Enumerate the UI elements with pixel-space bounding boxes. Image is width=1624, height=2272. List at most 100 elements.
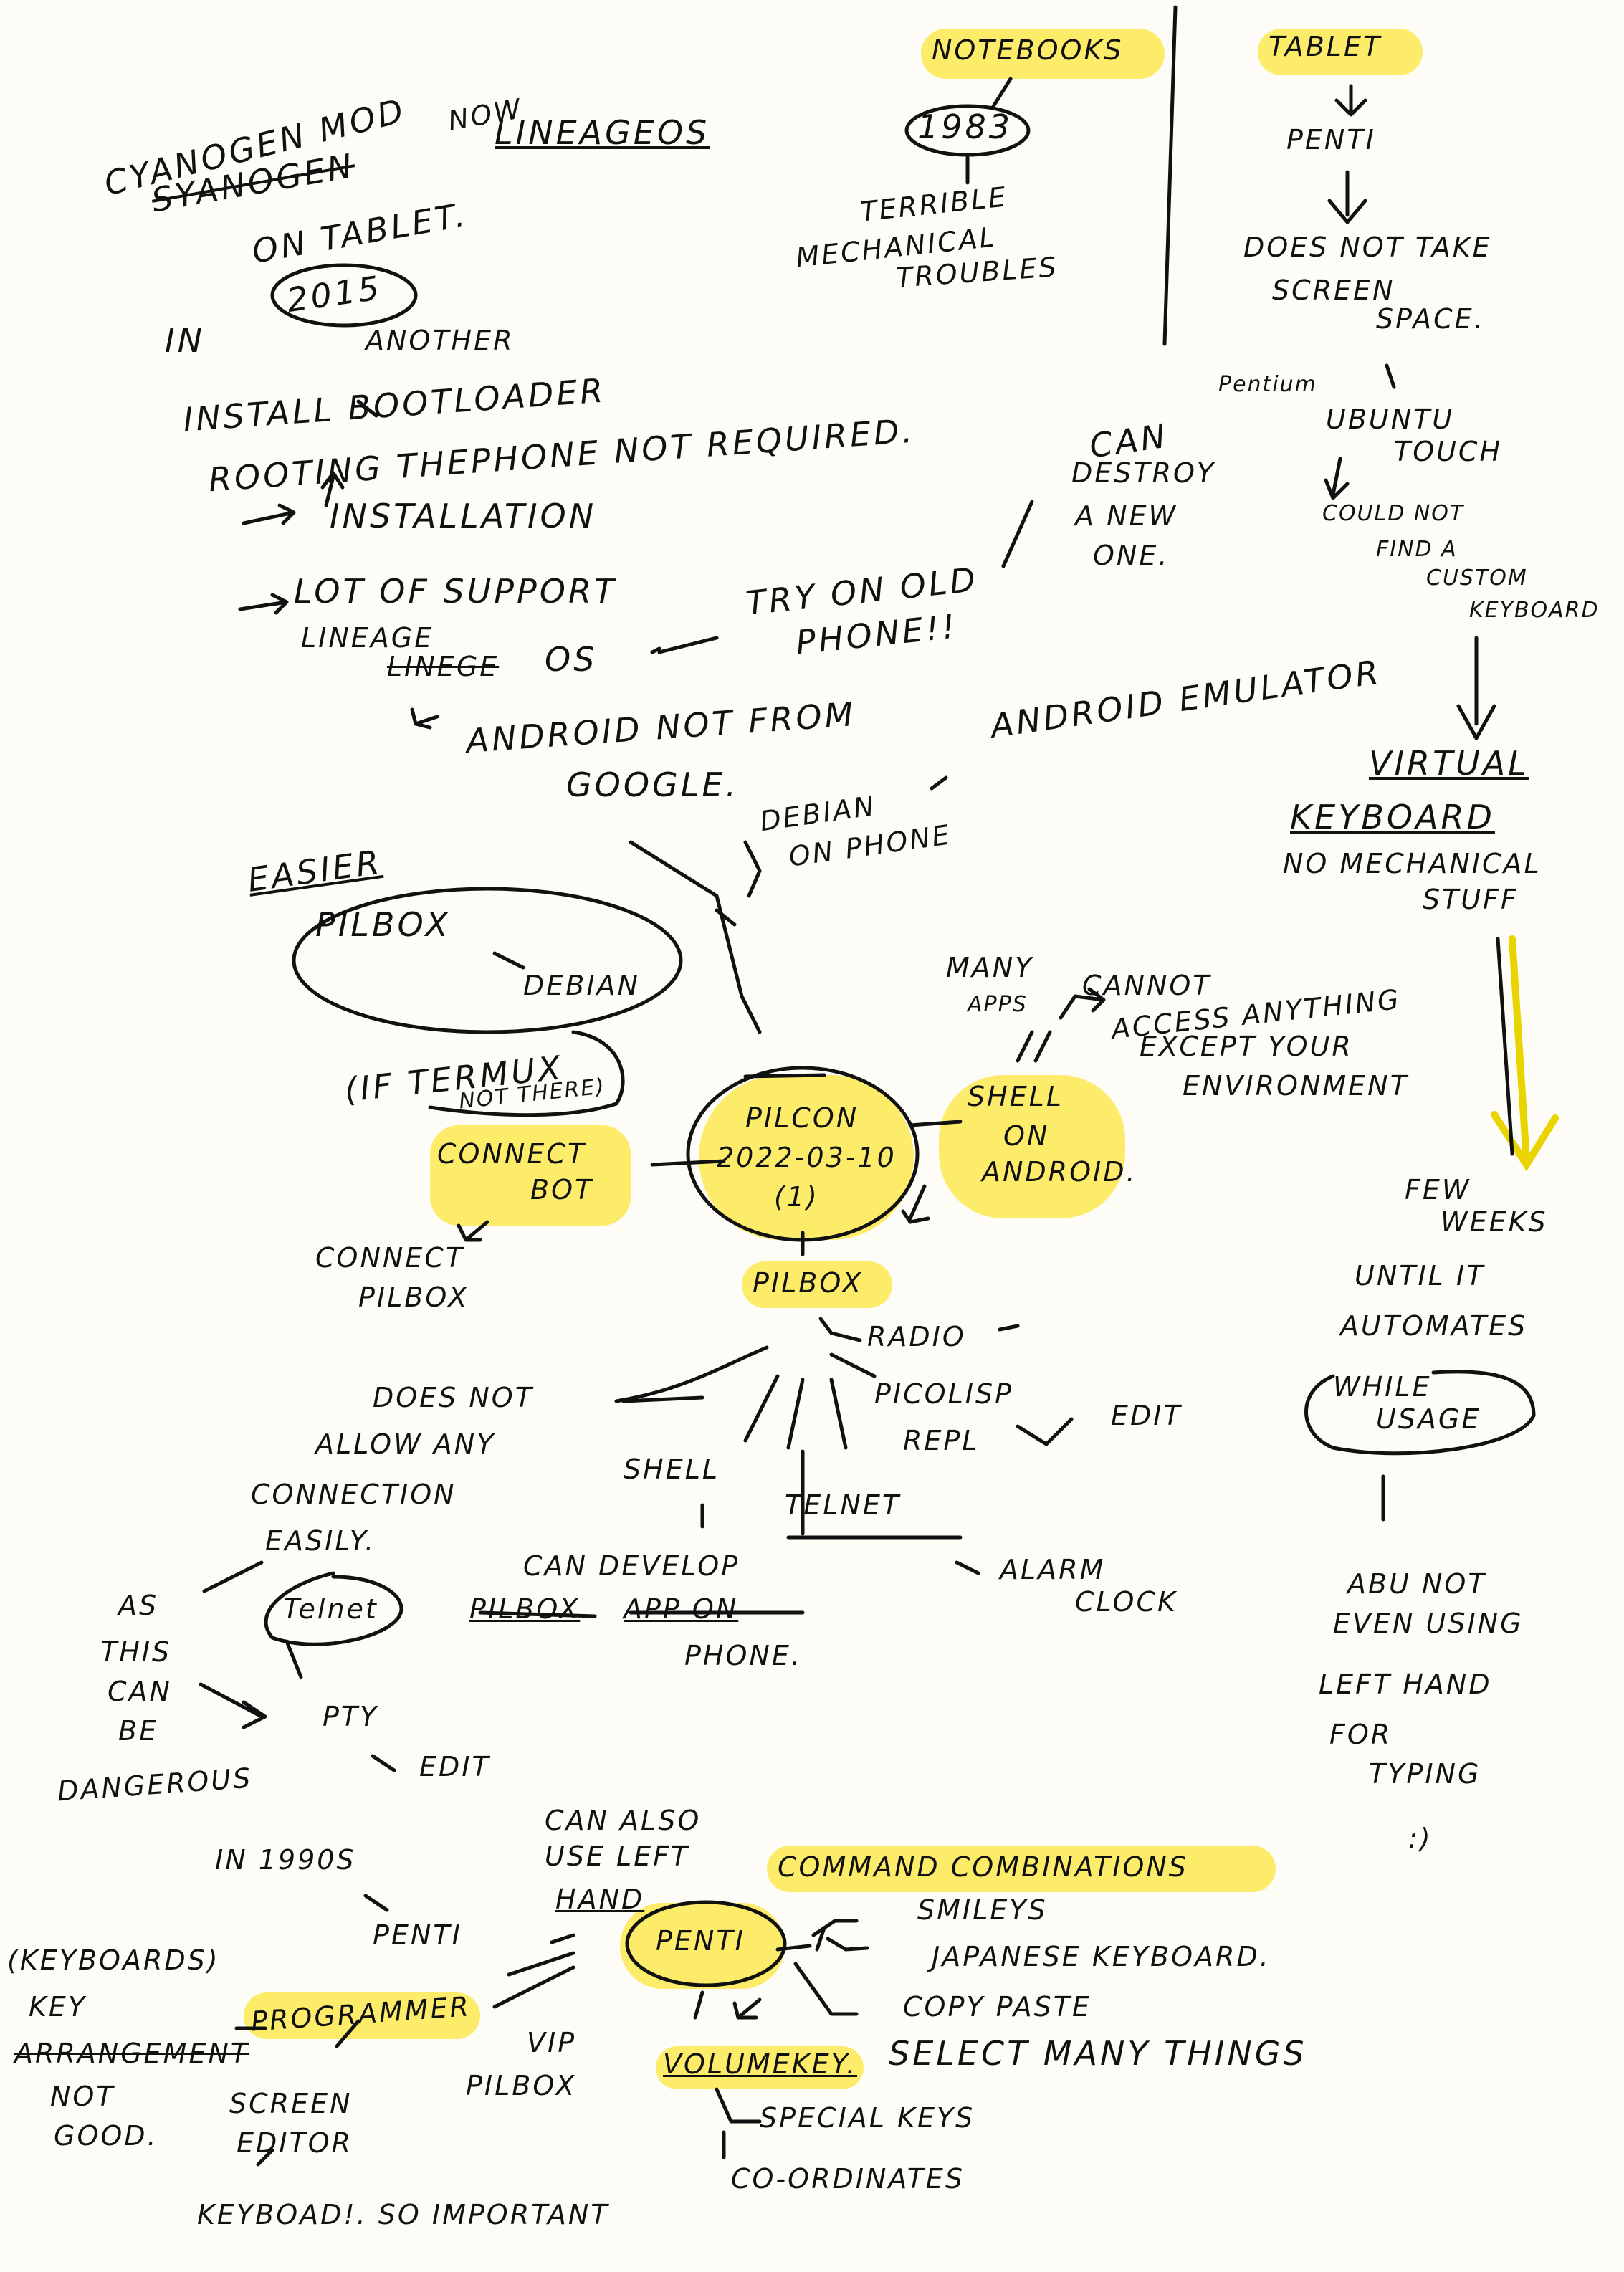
note-phone-2: PHONE. <box>684 1640 802 1671</box>
note-connection: CONNECTION <box>251 1479 457 1510</box>
note-edit-1: EDIT <box>1111 1400 1183 1431</box>
note-in-1990s: IN 1990S <box>215 1844 356 1876</box>
note-many: MANY <box>946 952 1034 983</box>
note-lineage-over: LINEAGE <box>301 622 434 654</box>
note-edit-2: EDIT <box>419 1751 491 1782</box>
note-lineage-strike: LINEGE <box>387 651 500 682</box>
note-connect-bot-1: CONNECT <box>437 1138 587 1170</box>
note-coordinates: CO-ORDINATES <box>731 2163 965 2195</box>
note-keyboad: KEYBOAD!. SO IMPORTANT <box>197 2199 610 2230</box>
note-shell-on: SHELL <box>968 1081 1064 1112</box>
note-command: COMMAND COMBINATIONS <box>778 1851 1188 1883</box>
note-lot-support: LOT OF SUPPORT <box>294 572 618 611</box>
note-pentium: Pentium <box>1218 372 1317 397</box>
node-pilcon-number: (1) <box>774 1181 819 1213</box>
circle-1983 <box>904 104 1031 157</box>
note-even: EVEN USING <box>1333 1608 1524 1639</box>
note-telnet-circled: Telnet <box>283 1593 378 1625</box>
note-copy-paste: COPY PASTE <box>903 1991 1092 2023</box>
note-alarm: ALARM <box>1000 1554 1106 1585</box>
note-space: SPACE. <box>1376 303 1485 335</box>
note-except: EXCEPT YOUR <box>1140 1031 1353 1062</box>
note-does-not-take: DOES NOT TAKE <box>1243 232 1492 263</box>
note-pilbox-vip: PILBOX <box>466 2070 577 2101</box>
note-find-a: FIND A <box>1376 537 1458 562</box>
highlight-programmer <box>244 1992 480 2039</box>
note-debian-easier: DEBIAN <box>523 970 640 1001</box>
note-smiley: :) <box>1408 1823 1433 1854</box>
note-radio: RADIO <box>867 1321 966 1352</box>
highlight-tablet <box>1258 29 1423 75</box>
note-typing: TYPING <box>1369 1758 1481 1790</box>
note-shell: SHELL <box>624 1454 720 1485</box>
note-on: ON <box>1003 1120 1050 1152</box>
note-volume-key: VOLUMEKEY. <box>663 2048 858 2080</box>
circle-easier <box>292 887 683 1034</box>
note-keyboard-v: KEYBOARD <box>1290 798 1495 836</box>
note-can-be: CAN <box>108 1676 172 1707</box>
note-until: UNTIL IT <box>1355 1260 1486 1292</box>
note-weeks: WEEKS <box>1441 1206 1548 1238</box>
node-pilcon-date: 2022-03-10 <box>717 1142 897 1173</box>
note-touch: TOUCH <box>1394 436 1503 467</box>
note-notebooks: NOTEBOOKS <box>932 34 1124 66</box>
note-one: ONE. <box>1093 540 1170 571</box>
node-penti-circle: PENTI <box>656 1925 745 1957</box>
note-picolisp: PICOLISP <box>874 1378 1013 1410</box>
note-for: FOR <box>1329 1719 1393 1750</box>
note-clock: CLOCK <box>1075 1586 1178 1618</box>
yellow-arrow <box>1491 935 1559 1172</box>
note-while: WHILE <box>1333 1371 1432 1403</box>
note-penti-left: PENTI <box>373 1919 462 1951</box>
note-vip: VIP <box>527 2027 577 2058</box>
note-left-hand: LEFT HAND <box>1319 1669 1492 1700</box>
note-usage: USAGE <box>1376 1403 1481 1435</box>
note-tablet: TABLET <box>1269 31 1382 62</box>
note-abu: ABU NOT <box>1347 1568 1487 1600</box>
note-automates: AUTOMATES <box>1340 1310 1528 1342</box>
note-ubuntu: UBUNTU <box>1326 404 1455 435</box>
note-connect-pilbox-1: CONNECT <box>315 1242 465 1274</box>
highlight-shell-android <box>939 1075 1125 1218</box>
note-a-new: A NEW <box>1075 500 1178 532</box>
note-app-on: APP ON <box>624 1593 739 1625</box>
note-be: BE <box>118 1715 159 1747</box>
highlight-connect-bot <box>430 1125 631 1226</box>
note-does-not: DOES NOT <box>373 1382 534 1413</box>
note-pilbox-app: PILBOX <box>469 1593 581 1625</box>
divider-line <box>1162 5 1178 346</box>
note-as: AS <box>118 1590 159 1621</box>
highlight-volume <box>656 2046 864 2089</box>
note-lineageos: LINEAGEOS <box>495 113 710 152</box>
note-few: FEW <box>1405 1174 1471 1206</box>
note-1983: 1983 <box>917 108 1013 146</box>
note-connect-bot-2: BOT <box>530 1174 594 1206</box>
note-could-not: COULD NOT <box>1322 501 1465 526</box>
note-good: GOOD. <box>54 2120 158 2152</box>
note-cannot: CANNOT <box>1082 970 1212 1001</box>
note-virtual: VIRTUAL <box>1369 744 1529 783</box>
note-installation: INSTALLATION <box>330 497 597 535</box>
note-keyboard-sm: KEYBOARD <box>1469 598 1600 623</box>
note-penti-top: PENTI <box>1286 124 1376 156</box>
note-screen: SCREEN <box>1272 275 1395 306</box>
note-pty: PTY <box>323 1701 379 1732</box>
note-arrangement: ARRANGEMENT <box>14 2038 250 2069</box>
note-destroy: DESTROY <box>1071 457 1216 489</box>
note-custom: CUSTOM <box>1426 565 1528 591</box>
note-smileys: SMILEYS <box>917 1894 1048 1926</box>
highlight-pilcon <box>699 1075 914 1240</box>
note-editor: EDITOR <box>237 2127 353 2159</box>
note-stuff: STUFF <box>1423 884 1519 915</box>
note-connect-pilbox-2: PILBOX <box>358 1281 469 1313</box>
note-can-also: CAN ALSO <box>545 1805 702 1836</box>
note-no-mech: NO MECHANICAL <box>1283 848 1542 879</box>
note-pilbox-center: PILBOX <box>753 1267 864 1299</box>
circle-2015 <box>270 263 418 328</box>
note-select-many: SELECT MANY THINGS <box>889 2034 1307 2073</box>
note-keyboards: (KEYBOARDS) <box>7 1944 220 1976</box>
circle-penti <box>625 1900 787 1987</box>
note-hand: HAND <box>555 1884 645 1915</box>
note-pilbox-easier: PILBOX <box>315 905 451 944</box>
